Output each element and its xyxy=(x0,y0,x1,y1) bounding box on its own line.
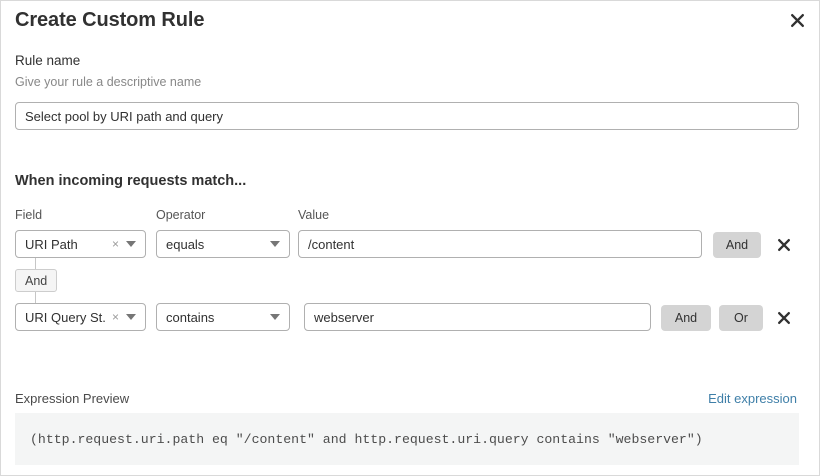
operator-select-row-2[interactable]: contains xyxy=(156,303,290,331)
operator-select-row-1-value: equals xyxy=(166,236,205,252)
or-button-row-2[interactable]: Or xyxy=(719,305,763,331)
rule-name-description: Give your rule a descriptive name xyxy=(15,75,202,89)
field-select-row-1-value: URI Path xyxy=(25,236,78,252)
connector-line-top xyxy=(35,258,36,269)
expression-preview-box: (http.request.uri.path eq "/content" and… xyxy=(15,413,799,465)
operator-select-row-1[interactable]: equals xyxy=(156,230,290,258)
expression-preview-label: Expression Preview xyxy=(15,391,130,406)
chevron-down-icon[interactable] xyxy=(124,314,145,320)
chevron-down-icon[interactable] xyxy=(268,314,289,320)
field-select-row-1[interactable]: URI Path × xyxy=(15,230,146,258)
chevron-down-icon-glyph xyxy=(270,241,280,247)
close-icon-glyph xyxy=(790,13,804,27)
and-button-row-2[interactable]: And xyxy=(661,305,711,331)
chevron-down-icon[interactable] xyxy=(268,241,289,247)
close-icon-glyph xyxy=(778,312,790,324)
group-connector-and-chip[interactable]: And xyxy=(15,269,58,292)
clear-icon[interactable]: × xyxy=(111,310,119,324)
field-select-row-2-value: URI Query St... xyxy=(25,309,107,325)
chevron-down-icon-glyph xyxy=(270,314,280,320)
value-input-row-2[interactable] xyxy=(304,303,651,331)
expression-preview-text: (http.request.uri.path eq "/content" and… xyxy=(30,431,703,447)
remove-row-2-button[interactable] xyxy=(774,308,794,328)
rule-name-label: Rule name xyxy=(15,53,81,68)
edit-expression-link[interactable]: Edit expression xyxy=(708,391,797,406)
dialog-title: Create Custom Rule xyxy=(15,9,205,31)
rule-name-input[interactable] xyxy=(15,102,799,130)
column-header-field: Field xyxy=(15,208,43,222)
column-header-value: Value xyxy=(298,208,330,222)
remove-row-1-button[interactable] xyxy=(774,235,794,255)
operator-select-row-2-value: contains xyxy=(166,309,215,325)
clear-icon[interactable]: × xyxy=(111,237,119,251)
value-input-row-1[interactable] xyxy=(298,230,702,258)
and-button-row-1[interactable]: And xyxy=(713,232,761,258)
connector-line-bottom xyxy=(35,292,36,303)
match-section-title: When incoming requests match... xyxy=(15,173,247,189)
chevron-down-icon[interactable] xyxy=(124,241,145,247)
chevron-down-icon-glyph xyxy=(126,241,136,247)
close-icon[interactable] xyxy=(784,7,810,33)
close-icon-glyph xyxy=(778,239,790,251)
chevron-down-icon-glyph xyxy=(126,314,136,320)
column-header-operator: Operator xyxy=(156,208,206,222)
field-select-row-2[interactable]: URI Query St... × xyxy=(15,303,146,331)
